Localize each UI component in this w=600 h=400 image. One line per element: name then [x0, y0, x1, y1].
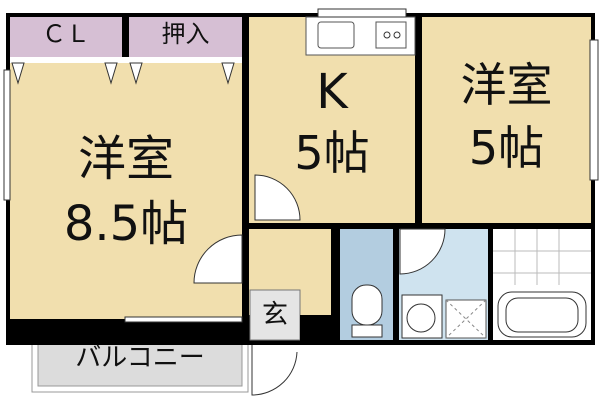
washer-space [445, 299, 487, 339]
room-western-small [422, 17, 591, 223]
closet-area [10, 17, 122, 57]
western-large-label: 洋室 [77, 131, 174, 187]
entrance-label: 玄 [261, 300, 288, 330]
bathtub [497, 291, 587, 338]
closet-door-marks [11, 62, 235, 85]
bath-tiles [493, 229, 591, 285]
closet-label: ＣＬ [42, 20, 90, 48]
oshiire-area [129, 17, 242, 57]
entrance-area [249, 289, 301, 341]
kitchen-label: K [316, 64, 348, 120]
western-small-size: 5帖 [468, 121, 545, 175]
kitchen-size: 5帖 [294, 126, 370, 180]
balcony-label: バルコニー [75, 343, 205, 373]
western-small-label: 洋室 [460, 58, 553, 112]
oshiire-label: 押入 [161, 20, 210, 48]
western-large-size: 8.5帖 [63, 196, 189, 252]
